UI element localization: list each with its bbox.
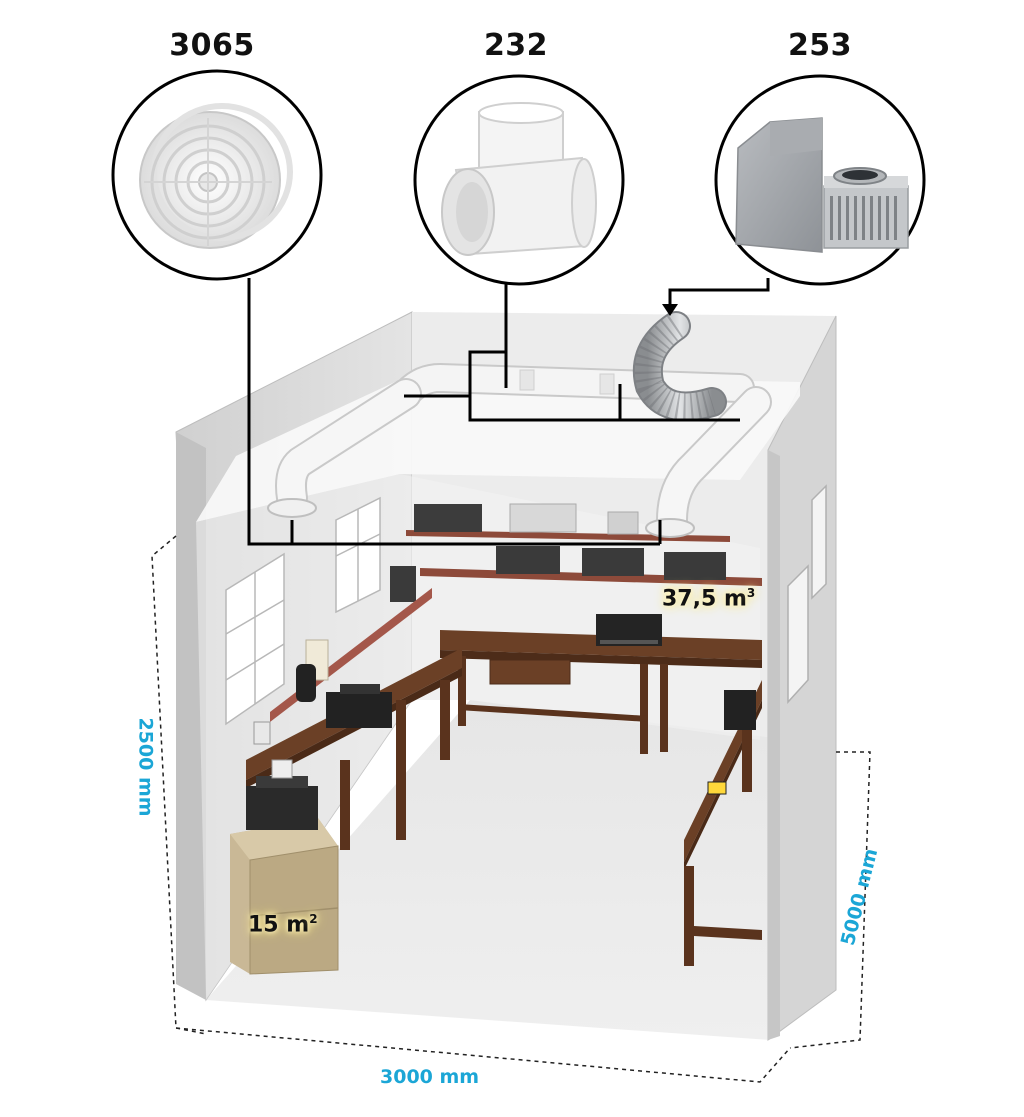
right-wall-windows [787,484,827,704]
part-code-tee: 232 [483,28,549,63]
room-area-unit-power: 2 [309,912,318,926]
room-volume-value: 37,5 m [662,586,747,612]
room-area-badge: 15 m2 [248,912,318,937]
part-code-fan: 253 [787,28,853,63]
left-wall-windows [225,496,381,726]
room-volume-badge: 37,5 m3 [662,586,755,611]
fan-arrow-icon [662,304,678,316]
left-wall-shelf [253,588,432,745]
dimension-lines [151,535,871,1083]
width-dimension-label: 3000 mm [380,1066,480,1088]
room-area-value: 15 m [248,912,310,938]
roof-fan-box-icon [714,74,926,286]
left-workbench [246,648,462,850]
duct-tee-connector-icon [413,74,625,286]
back-shelves [390,503,762,602]
part-code-diffuser: 3065 [169,28,255,63]
duct-system [267,311,772,538]
right-workbench [684,680,762,966]
leader-lines [247,278,770,546]
filing-cabinet [230,759,339,975]
room-volume-unit-power: 3 [746,586,756,600]
height-dimension-label: 2500 mm [134,717,157,817]
back-workbench [440,614,762,754]
round-ceiling-diffuser-icon [111,69,323,281]
room-floor [206,700,770,1040]
